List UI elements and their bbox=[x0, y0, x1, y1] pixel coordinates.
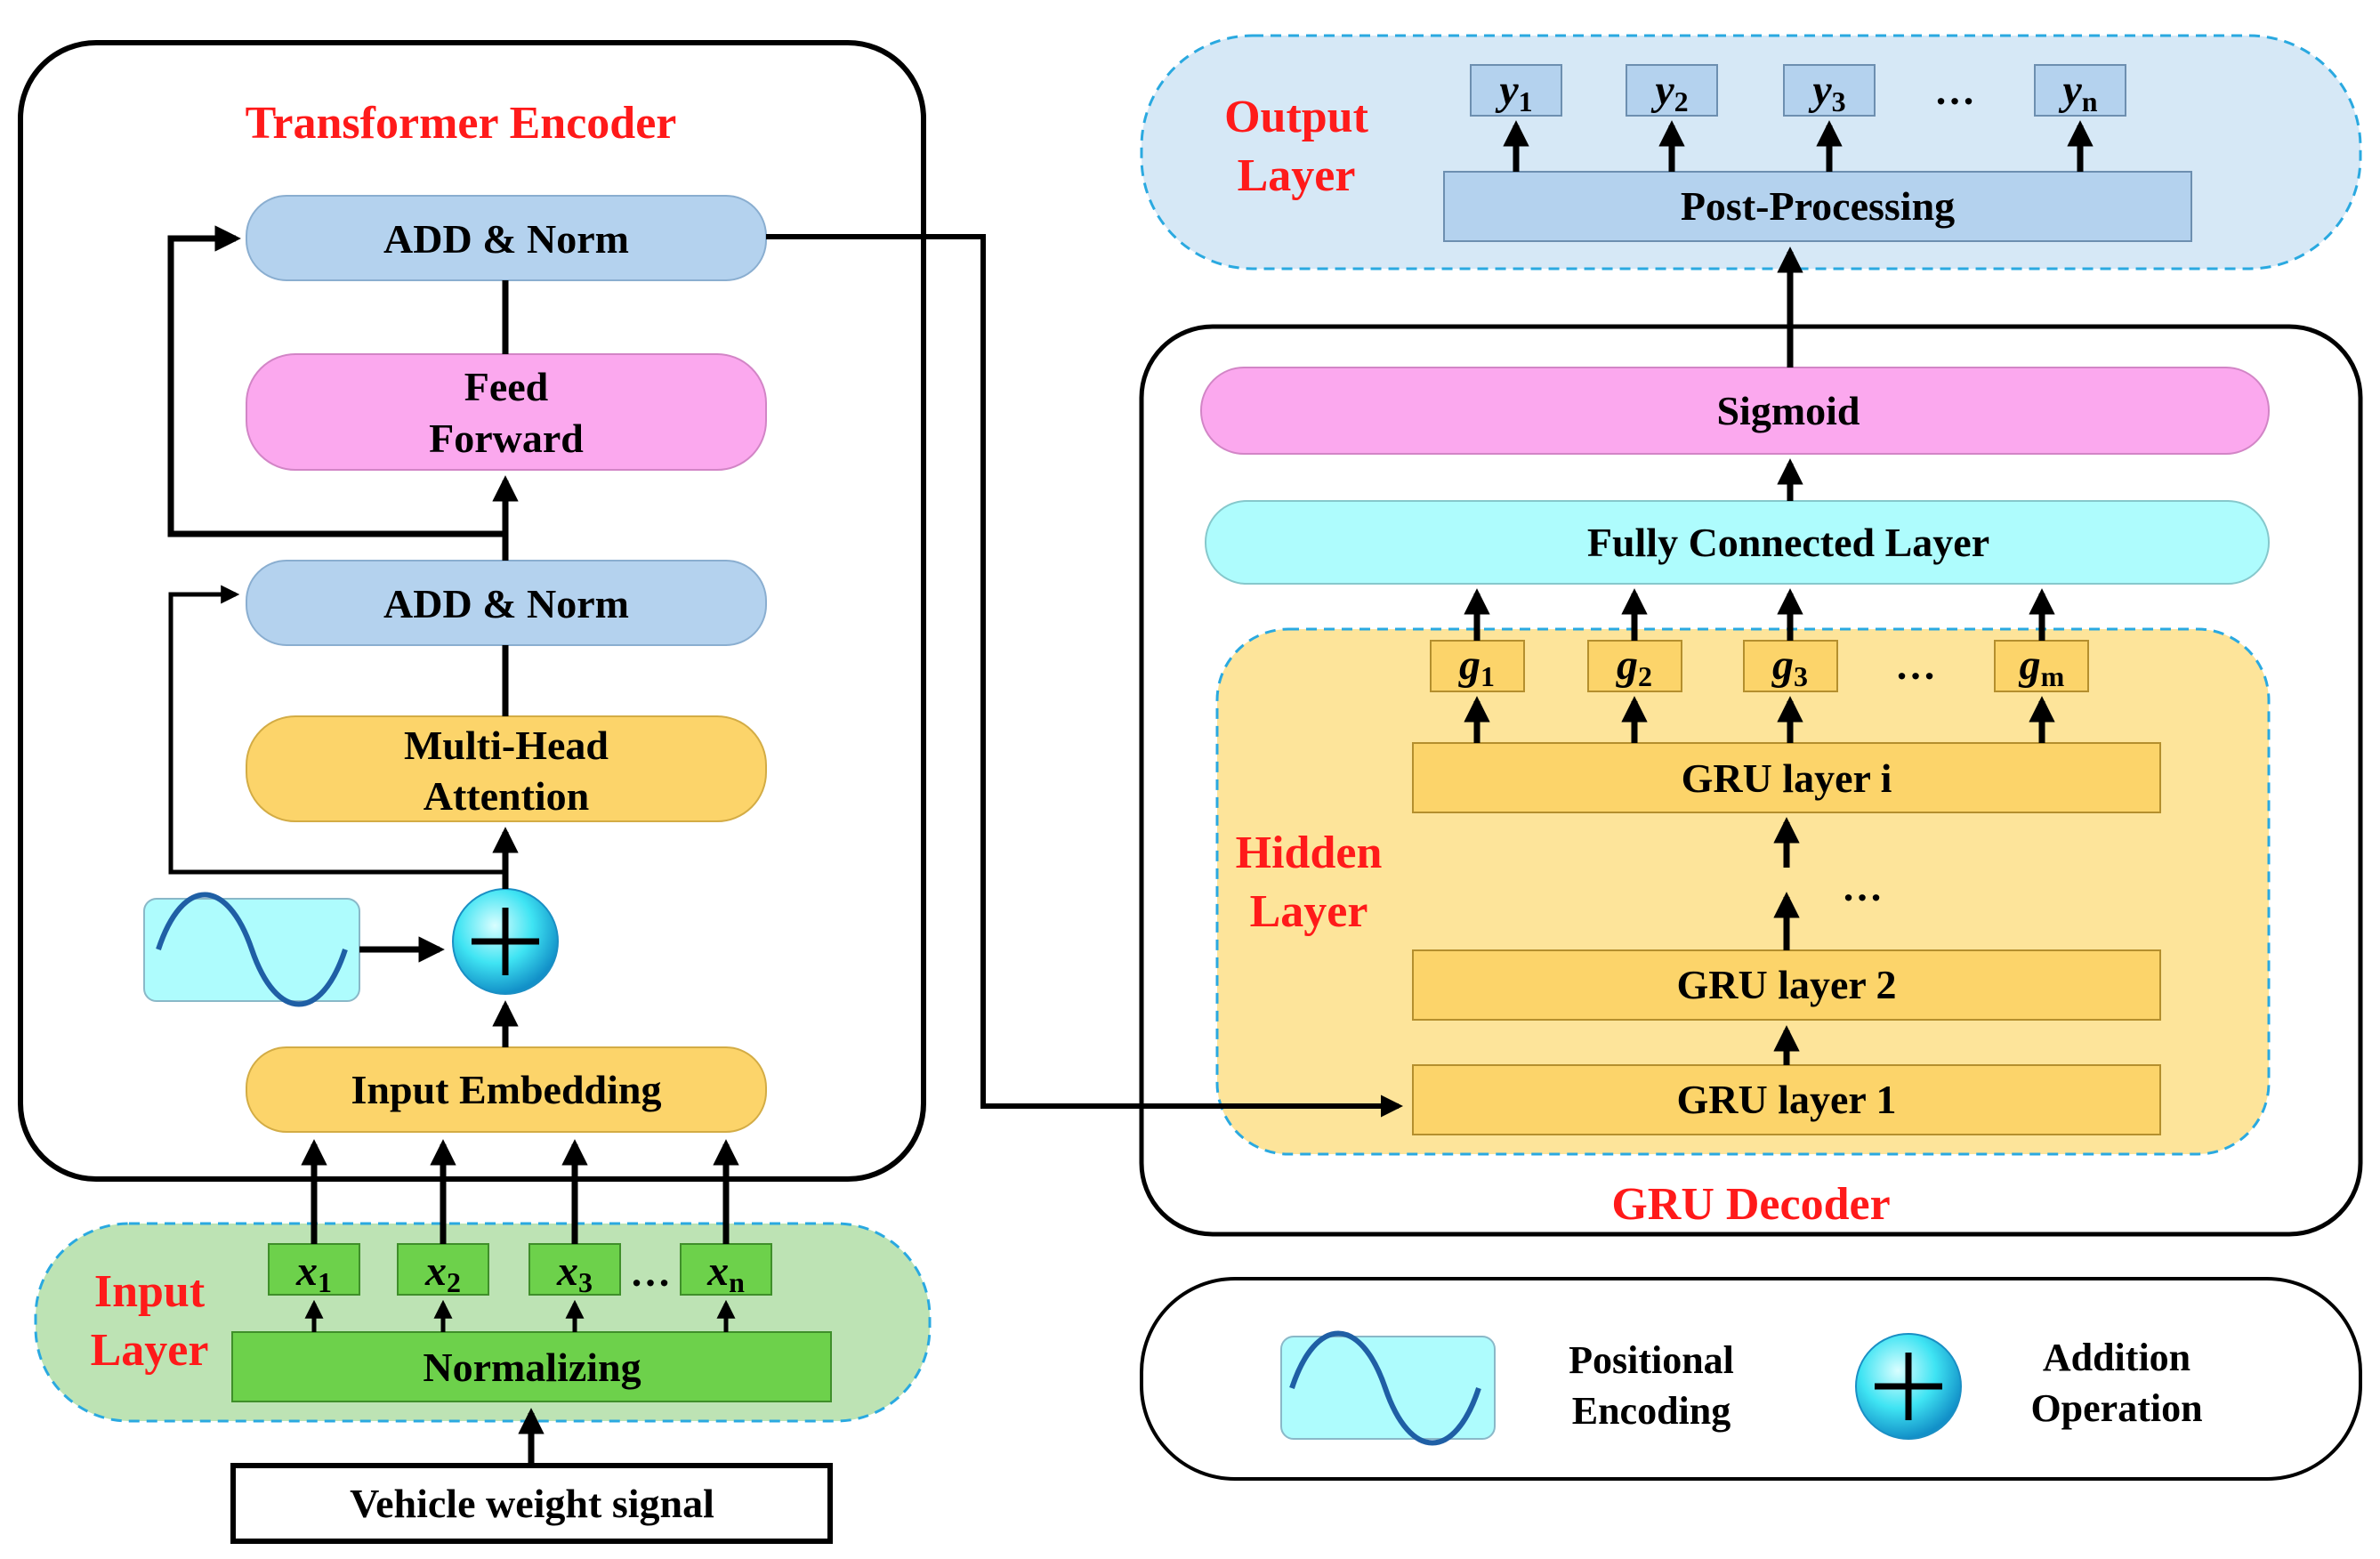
fully-connected-label: Fully Connected Layer bbox=[1587, 520, 1989, 565]
output-token-box bbox=[2034, 64, 2126, 117]
output-token-label: y1 bbox=[1495, 67, 1532, 117]
hidden-token-label: g2 bbox=[1616, 642, 1652, 692]
input-token-label: x3 bbox=[556, 1248, 593, 1298]
input-token-label: xn bbox=[706, 1248, 745, 1298]
hidden-token-label: gm bbox=[2019, 642, 2065, 692]
gru-decoder-frame bbox=[1139, 324, 2363, 1237]
gru-layer-1-box bbox=[1412, 1064, 2161, 1135]
gru-layer-2-box bbox=[1412, 949, 2161, 1021]
feed-forward-label: Feed bbox=[464, 364, 549, 409]
output-token-box bbox=[1626, 64, 1718, 117]
input-embedding-label: Input Embedding bbox=[351, 1067, 662, 1112]
output-token-ellipsis: … bbox=[1934, 68, 1975, 113]
post-processing-label: Post-Processing bbox=[1681, 183, 1955, 229]
input-token-label: x1 bbox=[295, 1248, 332, 1298]
legend-positional-label: Positional bbox=[1569, 1338, 1734, 1382]
vehicle-weight-signal-label: Vehicle weight signal bbox=[350, 1481, 714, 1526]
input-token-box bbox=[680, 1243, 772, 1296]
input-token-label: x2 bbox=[424, 1248, 461, 1298]
input-token-box bbox=[397, 1243, 489, 1296]
multi-head-attention-label: Multi-Head bbox=[404, 723, 609, 768]
gru-layer-1-label: GRU layer 1 bbox=[1676, 1077, 1896, 1122]
add-norm-top-label: ADD & Norm bbox=[383, 216, 629, 262]
output-token-box bbox=[1783, 64, 1876, 117]
normalizing-label: Normalizing bbox=[423, 1345, 641, 1390]
legend-positional-label: Encoding bbox=[1572, 1389, 1731, 1433]
add-norm-bottom-label: ADD & Norm bbox=[383, 581, 629, 626]
output-token-label: y2 bbox=[1650, 67, 1688, 117]
legend-addition-label: Operation bbox=[2030, 1386, 2202, 1430]
fully-connected-box bbox=[1205, 500, 2270, 585]
transformer-encoder-frame bbox=[18, 40, 926, 1182]
hidden-token-box bbox=[1587, 640, 1682, 692]
gru-layer-i-label: GRU layer i bbox=[1682, 755, 1892, 801]
input-token-box bbox=[528, 1243, 621, 1296]
multi-head-attention-label: Attention bbox=[424, 773, 590, 819]
output-token-label: yn bbox=[2058, 67, 2097, 117]
sigmoid-box bbox=[1200, 367, 2270, 455]
legend-addition-label: Addition bbox=[2043, 1336, 2190, 1379]
sigmoid-label: Sigmoid bbox=[1716, 388, 1860, 433]
hidden-token-box bbox=[1430, 640, 1525, 692]
hidden-layer-label: Hidden bbox=[1236, 828, 1383, 878]
post-processing-box bbox=[1443, 171, 2192, 242]
normalizing-box bbox=[231, 1331, 832, 1402]
gru-layer-2-label: GRU layer 2 bbox=[1676, 962, 1896, 1007]
input-layer-label: Input bbox=[94, 1266, 206, 1317]
output-layer-label: Output bbox=[1224, 92, 1369, 142]
hidden-token-label: g3 bbox=[1771, 642, 1808, 692]
output-token-label: y3 bbox=[1808, 67, 1845, 117]
input-token-ellipsis: … bbox=[630, 1249, 671, 1295]
hidden-token-box bbox=[1743, 640, 1838, 692]
hidden-token-label: g1 bbox=[1458, 642, 1495, 692]
gru-ellipsis: … bbox=[1842, 864, 1883, 909]
gru-layer-i-box bbox=[1412, 742, 2161, 813]
sine-wave-icon bbox=[1289, 1330, 1481, 1446]
feed-forward-label: Forward bbox=[429, 416, 584, 461]
output-layer-label: Layer bbox=[1238, 150, 1356, 201]
encoder-title: Transformer Encoder bbox=[246, 98, 677, 149]
hidden-layer-label: Layer bbox=[1250, 886, 1368, 937]
connectors bbox=[167, 120, 2094, 1466]
sine-wave-icon bbox=[156, 892, 348, 1007]
input-layer-label: Layer bbox=[91, 1325, 209, 1376]
output-token-box bbox=[1470, 64, 1562, 117]
hidden-token-ellipsis: … bbox=[1895, 642, 1936, 688]
decoder-title: GRU Decoder bbox=[1611, 1179, 1890, 1230]
